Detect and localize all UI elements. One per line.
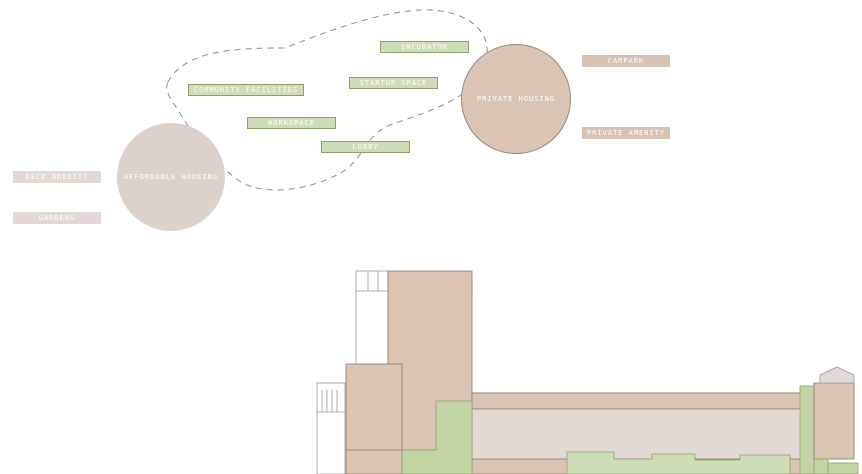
affordable-housing-circle: AFFORDABLE HOUSING	[117, 123, 225, 231]
private-housing-label: PRIVATE HOUSING	[476, 95, 556, 103]
workspace-label: WORKSPACE	[247, 117, 336, 129]
community-facilities-label: COMMUNITY FACILITIES	[188, 84, 304, 96]
deck-amenity-label: DECK AMENITY	[13, 171, 101, 183]
private-amenity-label: PRIVATE AMENITY	[582, 127, 670, 139]
lobby-label: LOBBY	[321, 141, 410, 153]
incubator-label: INCUBATOR	[380, 41, 469, 53]
gardens-label: GARDENS	[13, 212, 101, 224]
private-housing-circle: PRIVATE HOUSING	[461, 44, 571, 154]
carpark-label: CARPARK	[582, 55, 670, 67]
affordable-housing-label: AFFORDABLE HOUSING	[124, 173, 218, 181]
startup-space-label: STARTUP SPACE	[349, 77, 438, 89]
